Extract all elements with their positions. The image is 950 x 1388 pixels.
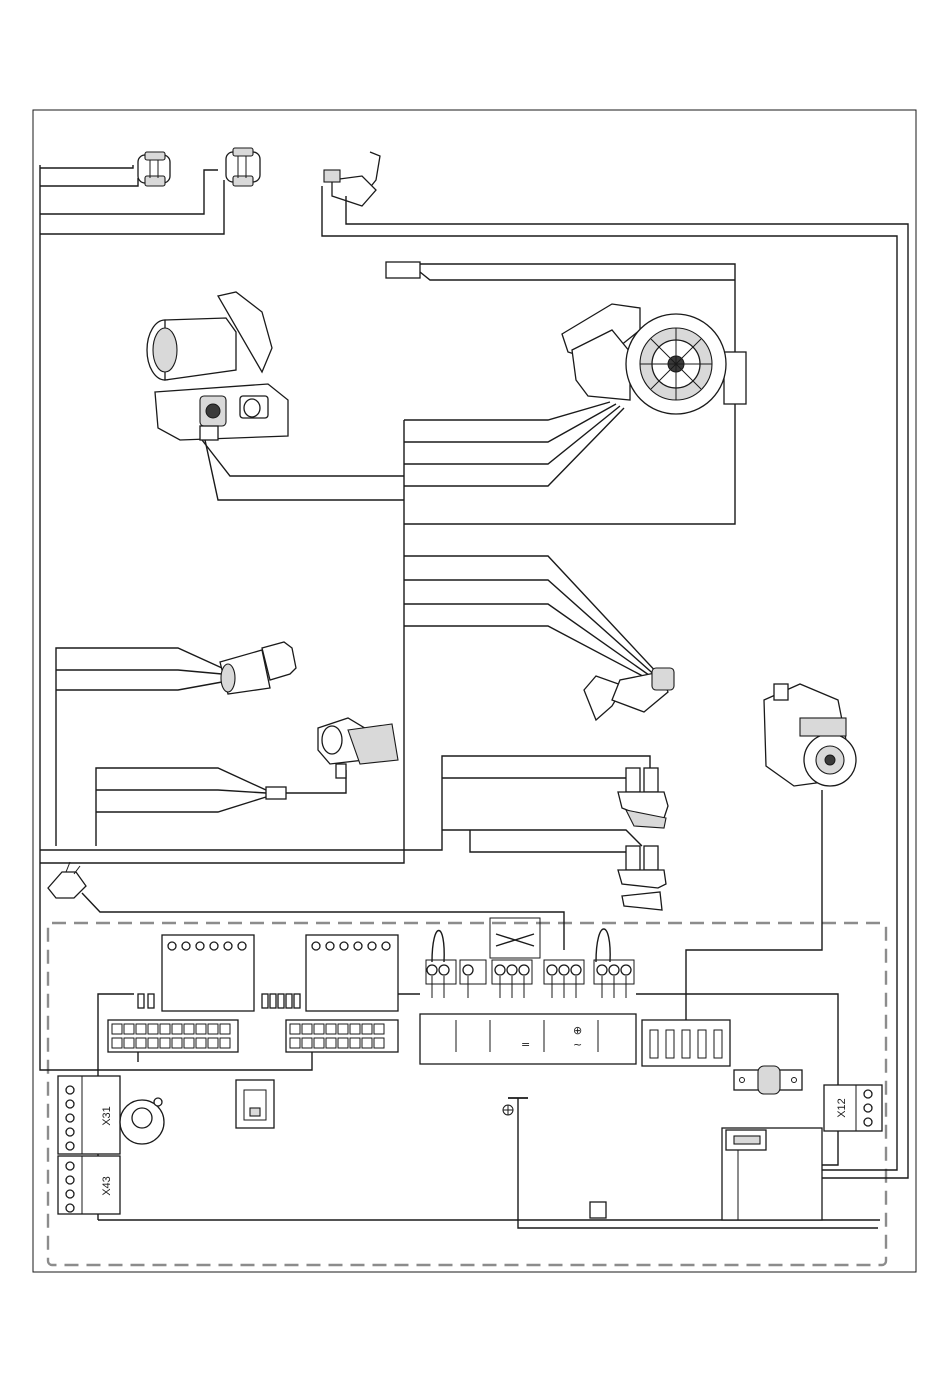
connector-x43: X43 bbox=[58, 1156, 120, 1214]
ac-symbol: ~ bbox=[573, 1038, 582, 1051]
transformer bbox=[722, 1128, 822, 1220]
temperature-sensor-2 bbox=[226, 148, 260, 186]
rj-socket bbox=[236, 1080, 274, 1128]
pcb-terminal-block-right bbox=[306, 935, 398, 1011]
fan bbox=[562, 304, 726, 414]
x31-label: X31 bbox=[101, 1106, 113, 1126]
pressure-sensor bbox=[220, 642, 296, 694]
flow-sensor bbox=[266, 718, 398, 799]
potentiometer bbox=[120, 1098, 164, 1144]
connector-x12: X12 bbox=[824, 1085, 882, 1131]
ntc-sensor-2 bbox=[618, 846, 666, 910]
earth-symbol: ⊕ bbox=[573, 1024, 582, 1037]
pump-connector bbox=[642, 1020, 730, 1066]
ignition-electrode bbox=[322, 152, 380, 206]
connector-plug-small bbox=[386, 262, 420, 278]
x12-label: X12 bbox=[836, 1098, 848, 1118]
dc-symbol: = bbox=[521, 1038, 530, 1051]
small-component bbox=[590, 1202, 606, 1218]
earth-terminal bbox=[503, 1098, 528, 1115]
fuse bbox=[734, 1066, 802, 1094]
resistor bbox=[724, 352, 746, 404]
temperature-sensor-1 bbox=[138, 152, 170, 186]
multi-pin-connector-right bbox=[286, 1020, 398, 1052]
screw-terminal-strip: = ⊕ ~ bbox=[420, 918, 636, 1064]
multi-pin-connector-left bbox=[108, 1020, 238, 1052]
pin-header-middle bbox=[262, 994, 300, 1008]
connector-x31: X31 bbox=[58, 1076, 120, 1154]
pump bbox=[764, 684, 856, 786]
pin-header-left bbox=[138, 994, 154, 1008]
x43-label: X43 bbox=[101, 1176, 113, 1196]
pcb-terminal-block-left bbox=[162, 935, 254, 1011]
water-pressure-sensor bbox=[584, 668, 674, 720]
mains-plug bbox=[48, 862, 86, 898]
gas-valve bbox=[147, 292, 288, 440]
ntc-sensor-1 bbox=[618, 768, 668, 828]
